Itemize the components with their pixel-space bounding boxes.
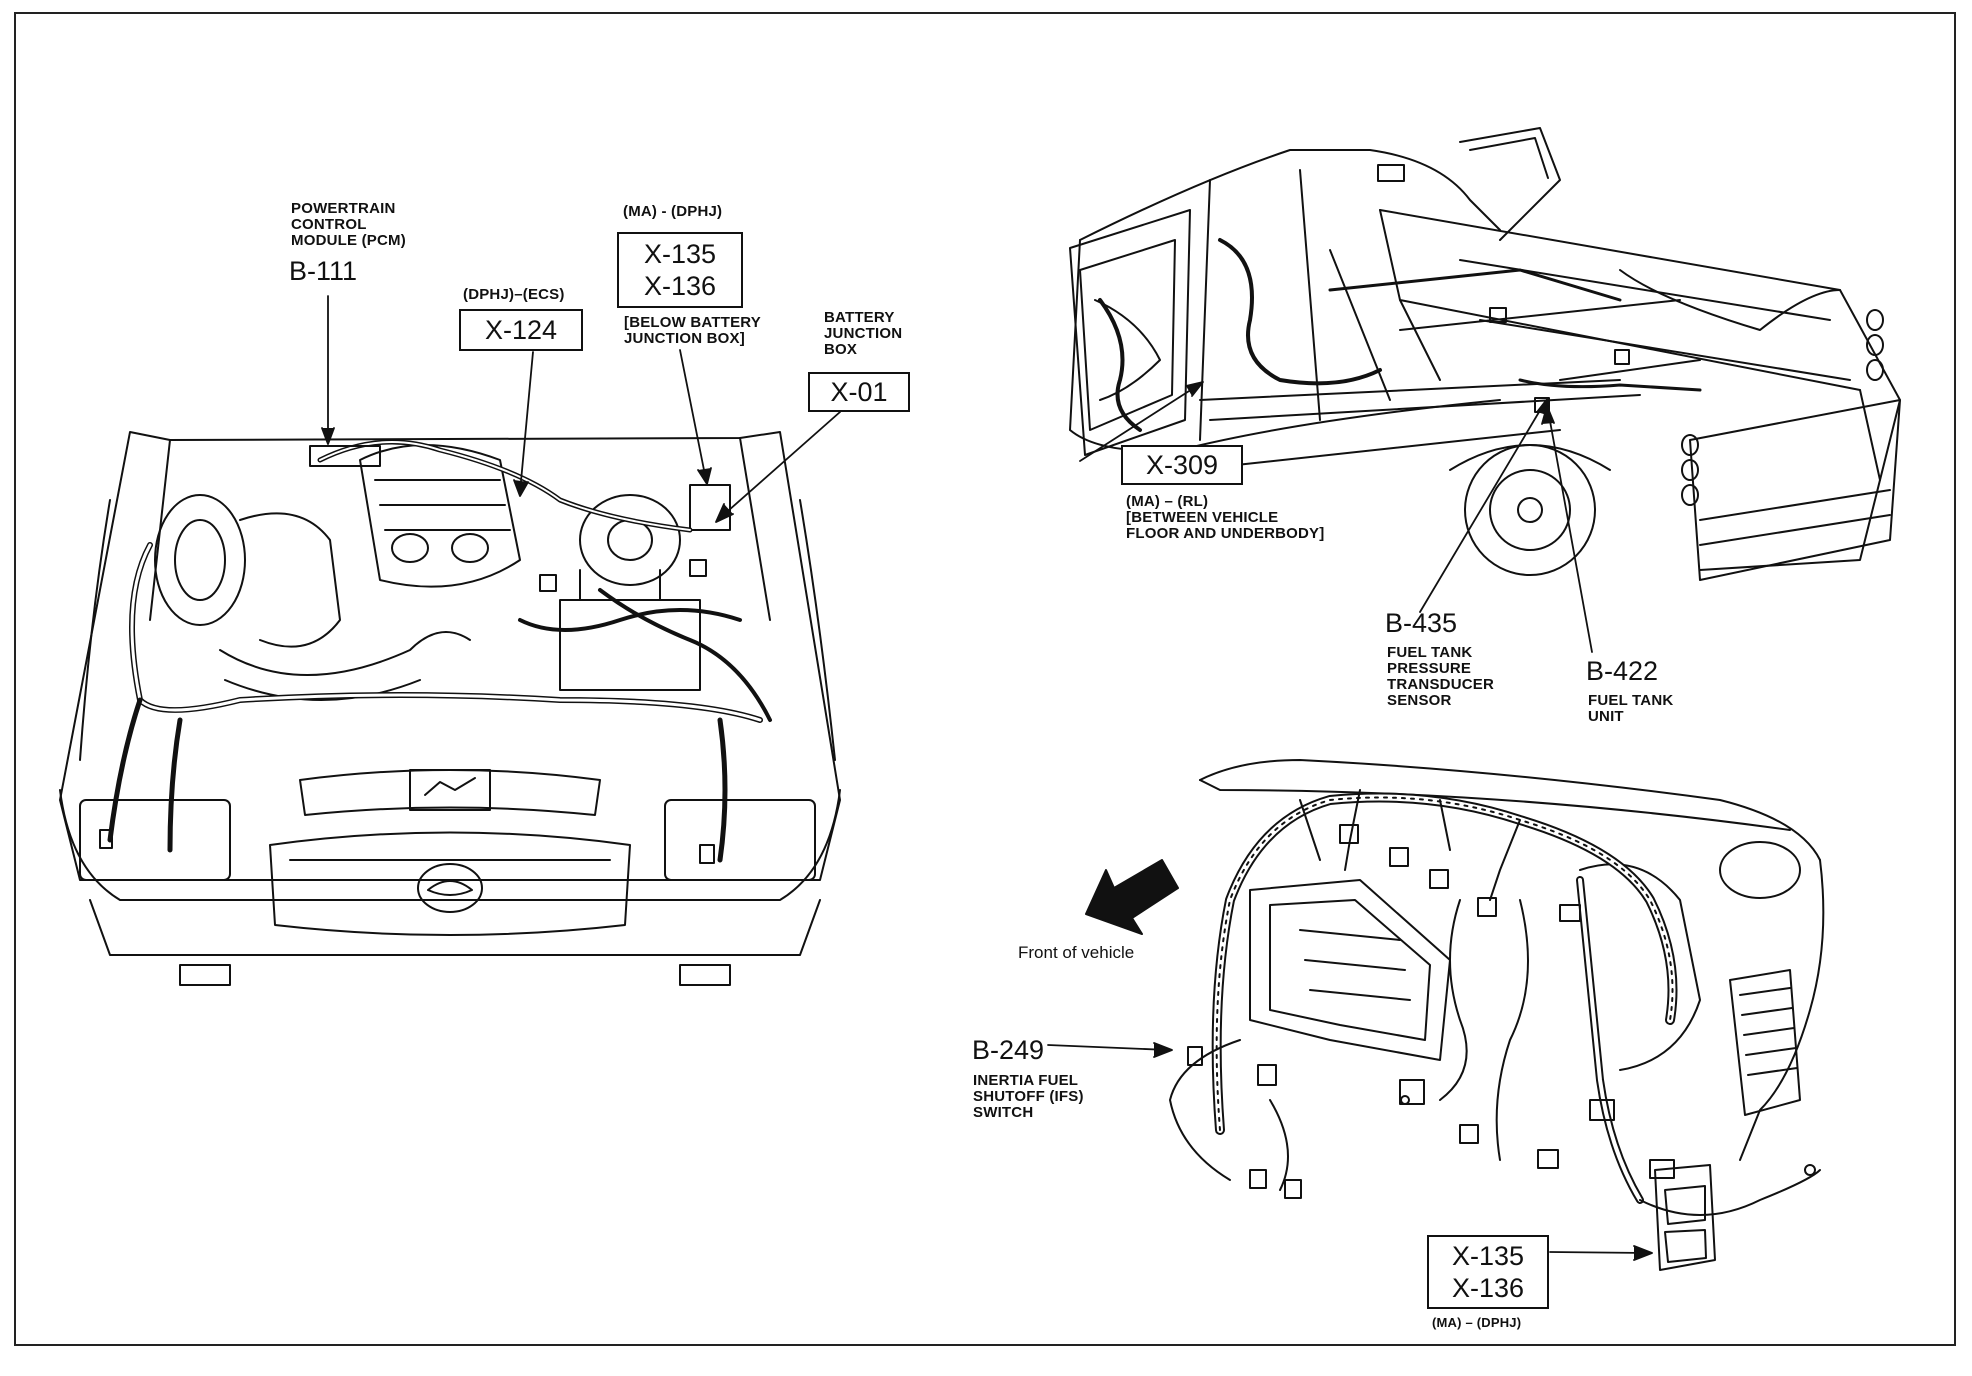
truck-body-leaders [1079,381,1593,653]
x135-bottom-code: X-135 [1451,1241,1525,1271]
truck-body-drawing [1069,127,1901,581]
x309-note: (MA) – (RL) [BETWEEN VEHICLE FLOOR AND U… [1126,493,1325,542]
engine-bay-drawing [59,431,841,986]
x309-box: X-309 [1121,445,1243,485]
b422-label: FUEL TANK UNIT [1588,692,1674,725]
x135-top-qualifier: (MA) - (DPHJ) [623,203,723,220]
x135-top-box: X-135 X-136 [617,232,743,308]
dashboard-leaders [1047,1042,1653,1261]
x135-bottom-box: X-135 X-136 [1427,1235,1549,1309]
diagram-frame [14,12,1956,1346]
front-of-vehicle-label: Front of vehicle [1018,943,1135,962]
engine-bay-leaders [321,295,841,523]
b249-code: B-249 [972,1035,1045,1065]
x309-code: X-309 [1145,450,1219,480]
b422-code: B-422 [1586,656,1659,686]
x135-top-code: X-135 [643,239,717,269]
x136-bottom-code: X-136 [1451,1273,1525,1303]
dashboard-drawing [1085,759,1825,1271]
pcm-code: B-111 [289,256,358,286]
b435-code: B-435 [1385,608,1458,638]
battery-junction-box-label: BATTERY JUNCTION BOX [824,309,903,358]
x135-bottom-qualifier: (MA) – (DPHJ) [1432,1315,1522,1330]
b435-label: FUEL TANK PRESSURE TRANSDUCER SENSOR [1387,644,1494,709]
b249-label: INERTIA FUEL SHUTOFF (IFS) SWITCH [973,1072,1084,1121]
x124-box: X-124 [459,309,583,351]
x01-box: X-01 [808,372,910,412]
x124-code: X-124 [484,315,558,345]
x01-code: X-01 [830,377,888,407]
x135-top-note: [BELOW BATTERY JUNCTION BOX] [624,314,761,347]
x124-qualifier: (DPHJ)–(ECS) [463,286,565,303]
pcm-label: POWERTRAIN CONTROL MODULE (PCM) [291,200,406,249]
x136-top-code: X-136 [643,271,717,301]
